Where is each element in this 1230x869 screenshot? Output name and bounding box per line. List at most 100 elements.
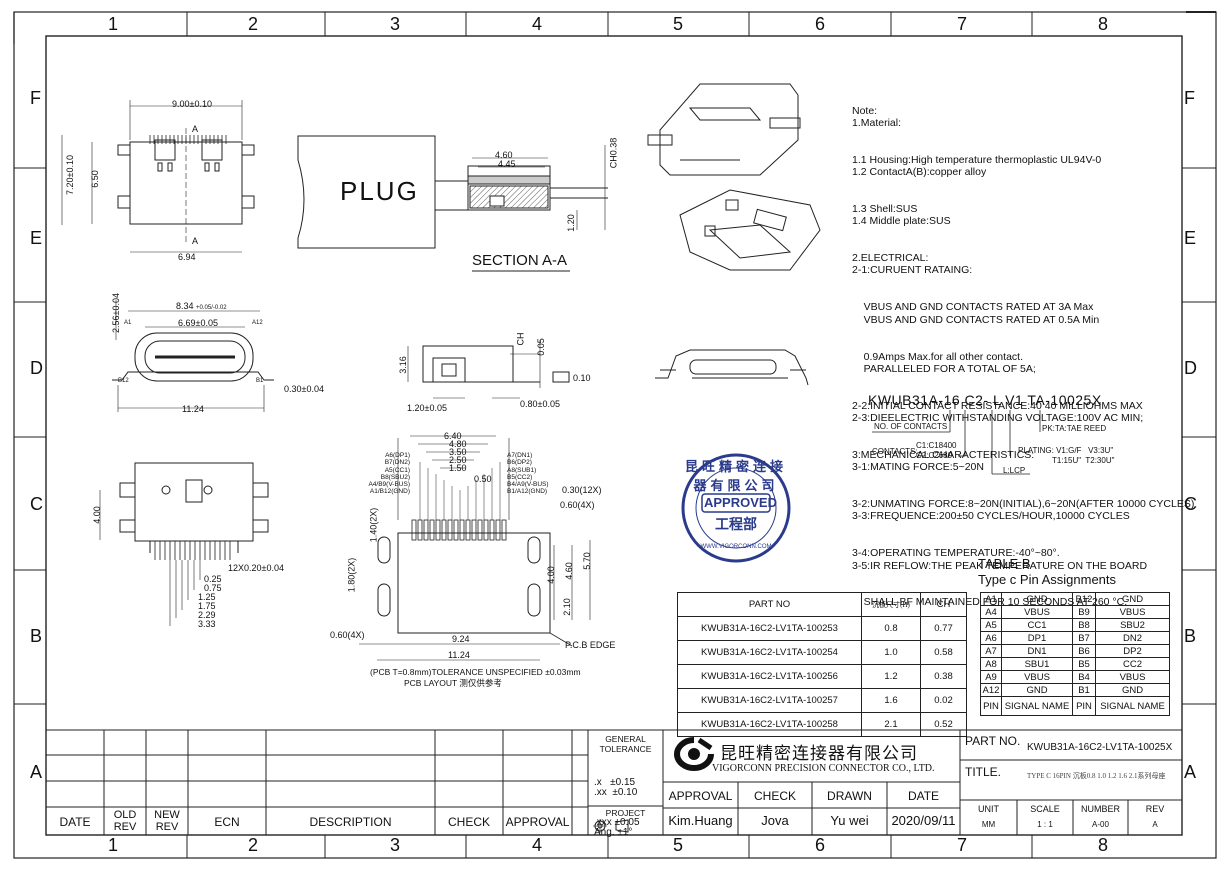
part-code-contacts-num: NO. OF CONTACTS: [874, 422, 948, 431]
stamp-approved: APPROVED: [704, 495, 777, 510]
side-view: [407, 340, 570, 399]
rev-header-date: DATE: [59, 815, 91, 829]
plug-label: PLUG: [340, 176, 419, 206]
zone-left-C: C: [30, 494, 43, 514]
front-label-b1: B1: [256, 378, 264, 384]
zone-top-4: 4: [532, 14, 543, 34]
drawn-value: Yu wei: [830, 813, 869, 828]
front-label-b12: B12: [118, 378, 129, 384]
pcb-dim-060: 0.60(4X): [560, 500, 595, 510]
section-dim-445: 4.45: [498, 159, 516, 169]
zone-right-C: C: [1184, 494, 1197, 514]
part-table-header-ch: CH: [920, 592, 967, 617]
pin-table-title: TABLE B: [978, 556, 1031, 571]
pcb-dim-350: 3.50: [449, 447, 467, 457]
pcb-left-pin-labels: A6(DP1)B7(DN2) A5(CC1)B8(SBU2) A4/B9(V-B…: [368, 452, 410, 496]
company-name-en: VIGORCONN PRECISION CONNECTOR CO., LTD.: [712, 763, 935, 774]
date-header: DATE: [907, 789, 940, 803]
bottom-dim-175: 1.75: [198, 601, 216, 611]
front-dim-834: 8.34 +0.05/-0.02: [176, 301, 227, 311]
part-code: KWUB31A-16 C2- L V1 TA-10025X: [868, 392, 1102, 408]
section-dim-460: 4.60: [495, 150, 513, 160]
rev-header: REV: [1145, 804, 1165, 814]
scale-header: SCALE: [1030, 804, 1060, 814]
scale-value: 1 : 1: [1037, 820, 1053, 829]
zone-top-3: 3: [390, 14, 401, 34]
pcb-dim-030: 0.30(12X): [562, 485, 602, 495]
iso-view-1: [647, 83, 801, 176]
zone-top-2: 2: [248, 14, 259, 34]
bottom-view: [99, 462, 269, 626]
pcb-dim-924: 9.24: [452, 634, 470, 644]
part-number-table: PART NO 沉板尺寸(H) CH KWUB31A-16C2-LV1TA-10…: [677, 592, 967, 737]
check-value: Jova: [761, 813, 789, 828]
pcb-dim-250: 2.50: [449, 455, 467, 465]
title-label: TITLE.: [965, 765, 1002, 779]
zone-bottom-2: 2: [248, 835, 259, 855]
bottom-dim-229: 2.29: [198, 610, 216, 620]
bottom-dim-025: 0.25: [204, 574, 222, 584]
part-no-value: KWUB31A-16C2-LV1TA-10025X: [1027, 742, 1173, 753]
zone-right-E: E: [1184, 228, 1197, 248]
stamp-dept: 工程部: [715, 516, 757, 532]
section-mark-a-top: A: [192, 124, 199, 134]
approved-stamp: 昆旺精密连接器有限公司 APPROVED 工程部 WWW.VIGORCONN.C…: [680, 452, 792, 564]
rev-value: A: [1152, 820, 1158, 829]
zone-bottom-3: 3: [390, 835, 401, 855]
stamp-circle-icon: [681, 453, 791, 563]
side-flatness: 0.10: [573, 373, 591, 383]
projection-symbol-icon: [592, 818, 632, 839]
unit-header: UNIT: [978, 804, 999, 814]
front-dim-669: 6.69±0.05: [178, 318, 218, 328]
part-table-header: PART NO 沉板尺寸(H) CH: [677, 592, 967, 617]
iso-view-3: [655, 349, 809, 386]
pcb-layout-label: PCB LAYOUT 测仅供参考: [404, 678, 502, 688]
front-label-a1: A1: [124, 320, 132, 326]
rev-header-old: OLD REV: [113, 809, 137, 833]
pcb-dim-480: 4.80: [449, 439, 467, 449]
date-value: 2020/09/11: [891, 813, 956, 828]
zone-top-6: 6: [815, 14, 826, 34]
front-dim-030: 0.30±0.04: [284, 384, 324, 394]
pin-table-subtitle: Type c Pin Assignments: [978, 572, 1117, 587]
iso-view-2: [679, 189, 821, 271]
part-code-plating: PLATING: V1:G/F V3:3U": [1018, 446, 1114, 455]
front-label-a12: A12: [252, 320, 263, 326]
zone-left-E: E: [30, 228, 43, 248]
part-code-c1: C1:C18400: [916, 441, 957, 450]
drawn-header: DRAWN: [827, 789, 872, 803]
zone-right-F: F: [1184, 88, 1195, 108]
side-dim-120: 1.20±0.05: [407, 403, 447, 413]
bottom-dim-075: 0.75: [204, 583, 222, 593]
tolerance-note: (PCB T=0.8mm)TOLERANCE UNSPECIFIED ±0.03…: [370, 667, 581, 677]
part-code-pk: PK:TA:TAE REED: [1042, 424, 1107, 433]
company-logo-icon: [673, 736, 715, 777]
pcb-layout-view: [359, 435, 591, 661]
zone-right-D: D: [1184, 358, 1197, 378]
pcb-dim-150: 1.50: [449, 463, 467, 473]
side-dim-080: 0.80±0.05: [520, 399, 560, 409]
zone-bottom-6: 6: [815, 835, 826, 855]
zone-bottom-4: 4: [532, 835, 543, 855]
top-view: [61, 100, 255, 253]
pcb-dim-1124: 11.24: [448, 650, 470, 660]
material-notes: Note:1.Material: 1.1 Housing:High temper…: [852, 104, 1195, 609]
zone-left-A: A: [30, 762, 43, 782]
number-value: A-00: [1092, 820, 1109, 829]
front-view: [112, 300, 274, 412]
section-label: SECTION A-A: [472, 252, 568, 269]
zone-bottom-8: 8: [1098, 835, 1109, 855]
zone-left-B: B: [30, 626, 43, 646]
zone-top-5: 5: [673, 14, 684, 34]
title-value: TYPE C 16PIN 沉板0.8 1.0 1.2 1.6 2.1系列母座: [1027, 772, 1166, 780]
